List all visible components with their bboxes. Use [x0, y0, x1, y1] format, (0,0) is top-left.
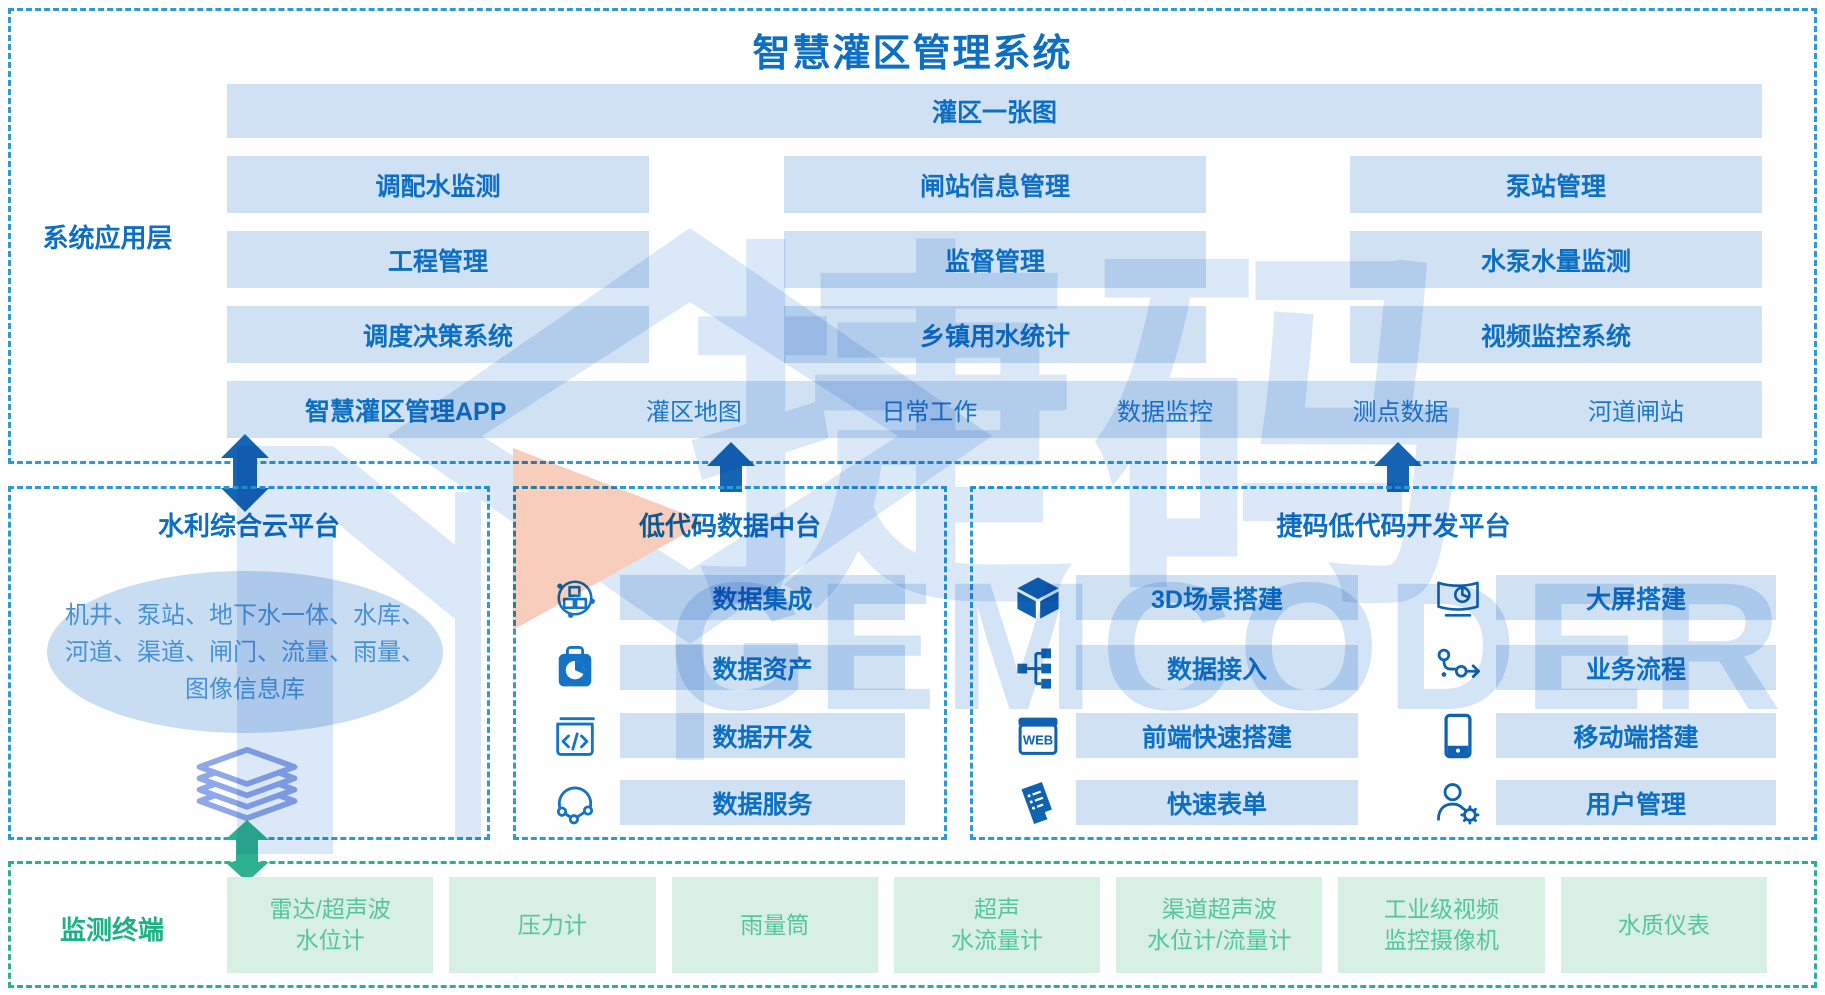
terminal-layer-frame [8, 861, 1817, 988]
app-layer-label: 系统应用层 [42, 223, 173, 253]
database-ellipse: 机井、泵站、地下水一体、水库、 河道、渠道、闸门、流量、雨量、 图像信息库 [47, 571, 443, 733]
row-label: 移动端搭建 [1573, 723, 1699, 752]
module-label: 调配水监测 [375, 172, 501, 201]
app-bar-item: 智慧灌区管理APP [305, 397, 507, 426]
quick-form-icon [1021, 781, 1052, 825]
dev-platform-row: 业务流程 [1496, 645, 1776, 690]
data-integration-icon [557, 580, 595, 618]
module-label: 泵站管理 [1505, 172, 1606, 201]
dev-platform-row: 前端快速搭建 [1076, 713, 1358, 758]
workflow-icon [1437, 648, 1480, 679]
user-manage-icon [1437, 783, 1480, 825]
device-label: 渠道超声波 水位计/流量计 [1147, 896, 1292, 953]
module-label: 乡镇用水统计 [919, 322, 1070, 351]
module-box: 调配水监测 [227, 156, 649, 213]
module-label: 调度决策系统 [362, 322, 513, 351]
dev-platform-row: 用户管理 [1496, 780, 1776, 825]
dev-platform-frame [970, 486, 1817, 840]
device-label: 雨量筒 [740, 911, 810, 938]
dev-platform-row: 移动端搭建 [1496, 713, 1776, 758]
module-box: 泵站管理 [1350, 156, 1762, 213]
svg-text:WEB: WEB [1023, 733, 1053, 748]
up-arrow-icon [707, 442, 755, 492]
cube-3d-icon [1017, 577, 1059, 619]
app-bar: 智慧灌区管理APP 灌区地图 日常工作 数据监控 测点数据 河道闸站 [227, 381, 1762, 438]
device-label: 水质仪表 [1617, 911, 1710, 938]
terminal-device: 雨量筒 [671, 877, 878, 973]
device-label: 压力计 [517, 911, 587, 938]
row-label: 用户管理 [1585, 790, 1686, 819]
data-platform-row: 数据集成 [620, 575, 905, 620]
module-label: 工程管理 [387, 247, 488, 276]
module-box: 乡镇用水统计 [784, 306, 1206, 363]
terminal-device-row: 雷达/超声波 水位计 压力计 雨量筒 超声 水流量计 渠道超声波 水位计/流量计… [227, 877, 1767, 973]
row-label: 数据服务 [712, 790, 813, 819]
module-label: 水泵水量监测 [1480, 247, 1631, 276]
data-access-icon [1017, 648, 1051, 689]
module-box: 视频监控系统 [1350, 306, 1762, 363]
banner-label: 灌区一张图 [931, 99, 1057, 127]
dev-platform-row: 3D场景搭建 [1076, 575, 1358, 620]
row-label: 数据开发 [712, 723, 813, 752]
module-label: 视频监控系统 [1480, 322, 1631, 351]
dev-platform-row: 数据接入 [1076, 645, 1358, 690]
module-box: 工程管理 [227, 231, 649, 288]
terminal-device: 渠道超声波 水位计/流量计 [1116, 877, 1323, 973]
row-label: 业务流程 [1585, 655, 1686, 684]
data-platform-row: 数据服务 [620, 780, 905, 825]
module-box: 调度决策系统 [227, 306, 649, 363]
row-label: 前端快速搭建 [1141, 723, 1292, 752]
terminal-device: 水质仪表 [1560, 877, 1767, 973]
web-browser-icon: WEB [1018, 717, 1058, 755]
dev-platform-row: 大屏搭建 [1496, 575, 1776, 620]
row-label: 数据接入 [1166, 655, 1267, 684]
data-platform-title: 低代码数据中台 [638, 511, 821, 541]
terminal-device: 工业级视频 监控摄像机 [1338, 877, 1545, 973]
data-platform-row: 数据资产 [620, 645, 905, 690]
app-bar-item: 测点数据 [1352, 399, 1449, 426]
app-bar-item: 数据监控 [1116, 399, 1213, 426]
module-label: 闸站信息管理 [919, 172, 1070, 201]
module-box: 监督管理 [784, 231, 1206, 288]
row-label: 3D场景搭建 [1151, 585, 1283, 614]
cloud-platform-title: 水利综合云平台 [157, 511, 340, 541]
terminal-device: 超声 水流量计 [893, 877, 1101, 973]
row-label: 大屏搭建 [1585, 585, 1686, 614]
up-arrow-icon [1374, 442, 1422, 492]
app-bar-item: 河道闸站 [1587, 399, 1684, 426]
terminal-device: 雷达/超声波 水位计 [227, 877, 434, 973]
dev-platform-row: 快速表单 [1076, 780, 1358, 825]
terminal-layer-label: 监测终端 [59, 915, 164, 945]
mobile-icon [1444, 713, 1472, 759]
module-label: 监督管理 [944, 247, 1045, 276]
data-service-icon [556, 786, 594, 825]
layers-icon [196, 746, 298, 822]
database-text: 机井、泵站、地下水一体、水库、 河道、渠道、闸门、流量、雨量、 图像信息库 [65, 601, 425, 703]
device-label: 超声 水流量计 [950, 896, 1043, 953]
data-asset-icon [558, 646, 592, 687]
module-box: 闸站信息管理 [784, 156, 1206, 213]
page-title: 智慧灌区管理系统 [752, 33, 1073, 75]
data-development-icon [556, 717, 595, 756]
banner-map-overview: 灌区一张图 [227, 84, 1762, 138]
app-bar-item: 日常工作 [881, 399, 978, 426]
row-label: 数据资产 [712, 655, 813, 684]
terminal-device: 压力计 [449, 877, 656, 973]
device-label: 工业级视频 监控摄像机 [1384, 896, 1500, 953]
row-label: 快速表单 [1166, 790, 1267, 819]
app-bar-item: 灌区地图 [645, 399, 742, 426]
module-box: 水泵水量监测 [1350, 231, 1762, 288]
row-label: 数据集成 [712, 585, 813, 614]
device-label: 雷达/超声波 水位计 [269, 896, 391, 953]
dev-platform-title: 捷码低代码开发平台 [1276, 511, 1511, 541]
big-screen-icon [1437, 581, 1479, 617]
data-platform-row: 数据开发 [620, 713, 905, 758]
